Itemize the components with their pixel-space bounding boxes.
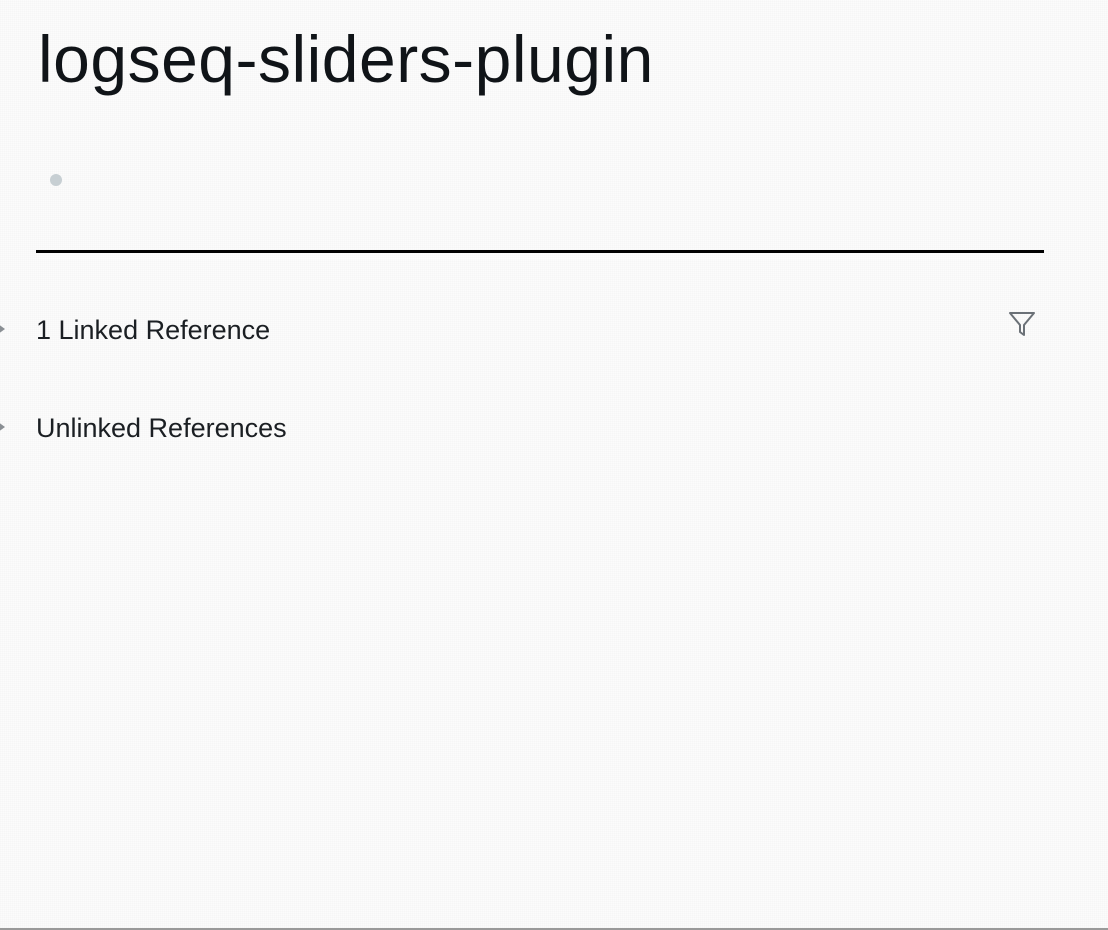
unlinked-references-header[interactable]: Unlinked References [0,408,1060,448]
linked-references-header[interactable]: 1 Linked Reference [0,310,1060,350]
linked-references-label: 1 Linked Reference [36,315,271,345]
page-divider [36,250,1044,253]
caret-right-icon[interactable] [0,422,5,432]
window-bottom-edge [0,928,1108,930]
caret-right-icon[interactable] [0,324,5,334]
page-title[interactable]: logseq-sliders-plugin [38,22,654,96]
block-bullet[interactable] [50,174,62,186]
filter-icon[interactable] [1006,308,1038,340]
unlinked-references-label: Unlinked References [36,413,287,443]
